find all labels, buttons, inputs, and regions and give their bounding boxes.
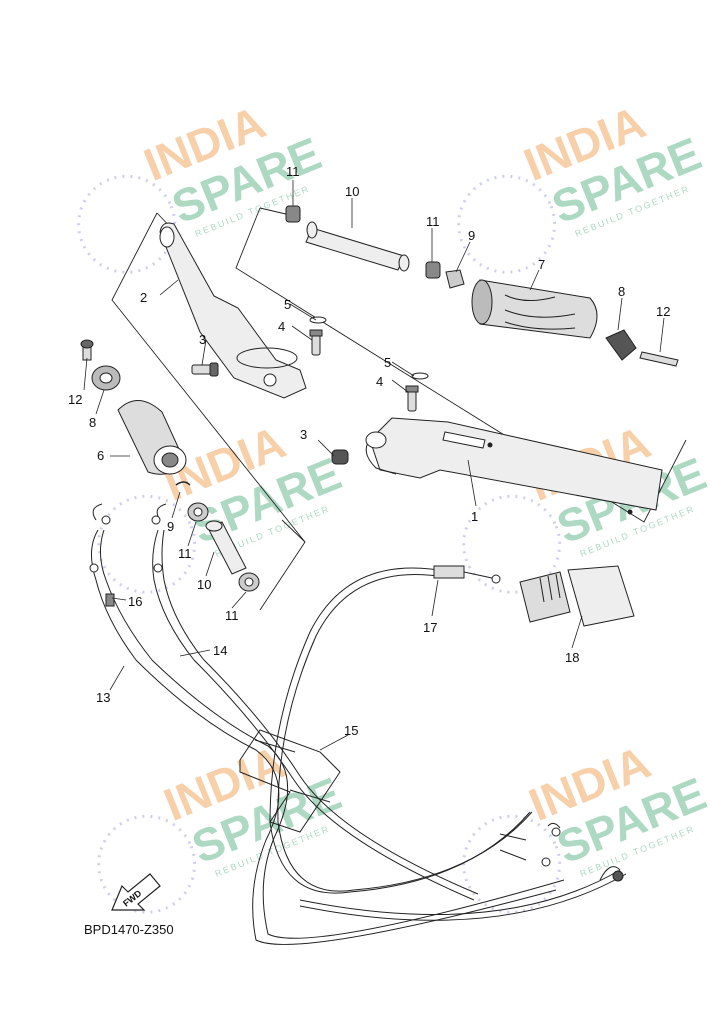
callout-5: 5 <box>384 355 391 370</box>
callout-13: 13 <box>96 690 110 705</box>
bar-end-8-left <box>91 365 121 391</box>
callout-11: 11 <box>178 546 192 561</box>
watermark: INDIA SPARE REBUILD TOGETHER INDIA SPARE… <box>77 96 713 914</box>
callout-9: 9 <box>468 228 475 243</box>
callout-15: 15 <box>344 723 358 738</box>
clip-9-a <box>445 269 465 289</box>
cable-17 <box>269 565 624 894</box>
bolt-3-right <box>331 449 349 465</box>
callout-3: 3 <box>199 332 206 347</box>
callout-14: 14 <box>213 643 227 658</box>
group-outlines <box>111 207 687 611</box>
bar-end-8-right <box>605 329 637 361</box>
weight-10-a <box>305 221 410 272</box>
callout-18: 18 <box>565 650 579 665</box>
throttle-cables <box>89 503 627 945</box>
callout-12: 12 <box>68 392 82 407</box>
nut-11-a <box>285 205 301 223</box>
callouts: 1 2 3 3 4 4 5 5 6 7 8 8 9 9 10 10 11 11 … <box>68 164 670 738</box>
callout-9: 9 <box>167 519 174 534</box>
callout-17: 17 <box>423 620 437 635</box>
callout-5: 5 <box>284 297 291 312</box>
callout-11: 11 <box>426 214 440 229</box>
handlebar-left <box>159 222 307 399</box>
nut-11-b <box>425 261 441 279</box>
callout-4: 4 <box>376 374 383 389</box>
callout-6: 6 <box>97 448 104 463</box>
callout-4: 4 <box>278 319 285 334</box>
callout-11: 11 <box>225 608 239 623</box>
bolt-12-left <box>80 339 94 361</box>
callout-7: 7 <box>538 257 545 272</box>
handlebar-right <box>365 417 663 515</box>
callout-1: 1 <box>471 509 478 524</box>
callout-16: 16 <box>128 594 142 609</box>
callout-8: 8 <box>89 415 96 430</box>
bolt-12-right <box>639 351 679 367</box>
nut-11-d <box>238 572 260 592</box>
callout-3: 3 <box>300 427 307 442</box>
screw-16 <box>105 593 115 607</box>
grip-6 <box>117 400 187 475</box>
diagram-code: BPD1470-Z350 <box>84 922 174 937</box>
callout-8: 8 <box>618 284 625 299</box>
callout-10: 10 <box>345 184 359 199</box>
callout-12: 12 <box>656 304 670 319</box>
callout-10: 10 <box>197 577 211 592</box>
cable-guide-15 <box>239 729 341 833</box>
callout-2: 2 <box>140 290 147 305</box>
screw-4-a <box>309 329 323 356</box>
grip-7 <box>471 279 598 339</box>
nut-11-c <box>187 502 209 522</box>
bolt-3-left <box>191 362 219 377</box>
boot-18 <box>519 565 635 627</box>
fwd-arrow: FWD <box>111 873 161 911</box>
weight-10-b <box>205 520 247 575</box>
screw-4-b <box>405 385 419 412</box>
washer-5-b <box>411 372 429 380</box>
callout-11: 11 <box>286 164 300 179</box>
leader-lines <box>83 180 665 751</box>
clip-9-b <box>175 481 191 486</box>
